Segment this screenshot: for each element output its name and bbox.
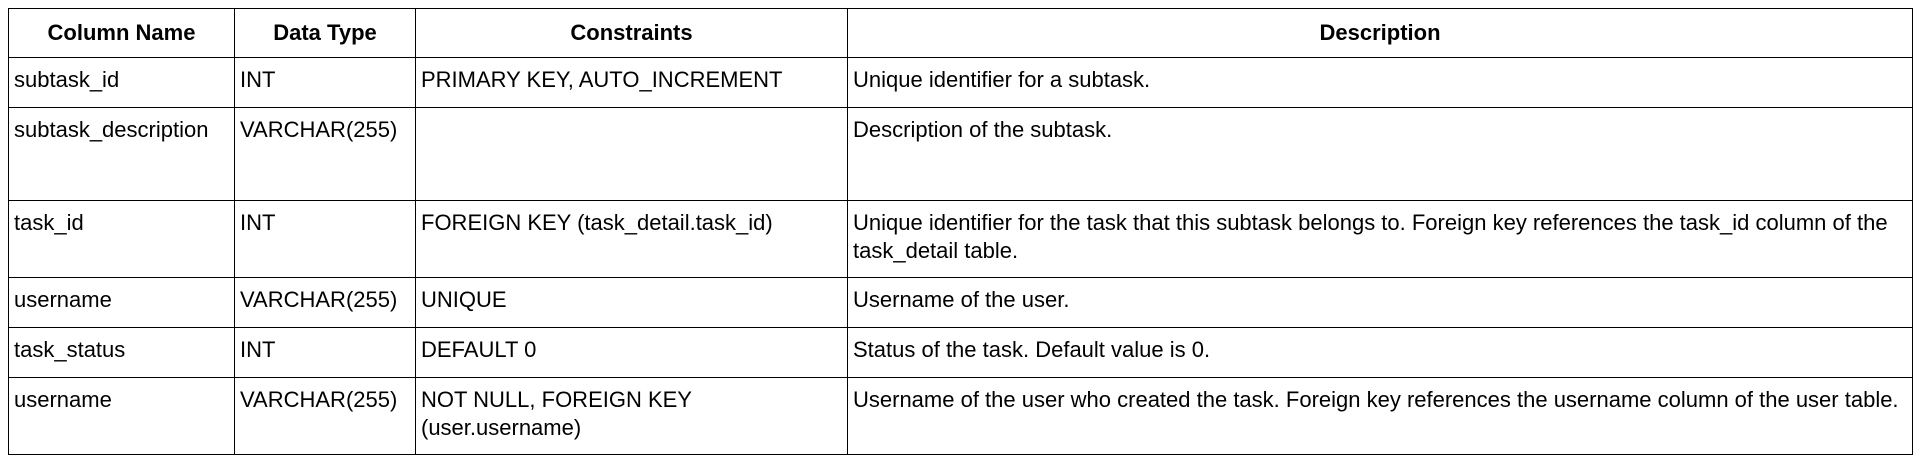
table-header: Column Name Data Type Constraints Descri… xyxy=(8,8,1913,58)
cell-data-type: VARCHAR(255) xyxy=(234,107,416,201)
header-column-name: Column Name xyxy=(8,8,235,58)
schema-table: Column Name Data Type Constraints Descri… xyxy=(8,8,1913,455)
cell-data-type: VARCHAR(255) xyxy=(234,377,416,455)
cell-constraints: UNIQUE xyxy=(415,277,848,328)
cell-description: Unique identifier for a subtask. xyxy=(847,57,1913,108)
cell-column-name: username xyxy=(8,377,235,455)
cell-data-type: INT xyxy=(234,327,416,378)
table-row: username VARCHAR(255) NOT NULL, FOREIGN … xyxy=(8,377,1913,455)
cell-column-name: task_status xyxy=(8,327,235,378)
cell-description: Unique identifier for the task that this… xyxy=(847,200,1913,278)
cell-data-type: INT xyxy=(234,200,416,278)
cell-constraints: PRIMARY KEY, AUTO_INCREMENT xyxy=(415,57,848,108)
cell-column-name: task_id xyxy=(8,200,235,278)
cell-column-name: subtask_id xyxy=(8,57,235,108)
cell-constraints xyxy=(415,107,848,201)
cell-description: Username of the user. xyxy=(847,277,1913,328)
cell-constraints: DEFAULT 0 xyxy=(415,327,848,378)
header-description: Description xyxy=(847,8,1913,58)
table-row: task_id INT FOREIGN KEY (task_detail.tas… xyxy=(8,200,1913,278)
schema-table-container: Column Name Data Type Constraints Descri… xyxy=(8,8,1913,455)
header-data-type: Data Type xyxy=(234,8,416,58)
table-row: subtask_description VARCHAR(255) Descrip… xyxy=(8,107,1913,201)
cell-data-type: VARCHAR(255) xyxy=(234,277,416,328)
header-constraints: Constraints xyxy=(415,8,848,58)
table-row: subtask_id INT PRIMARY KEY, AUTO_INCREME… xyxy=(8,57,1913,108)
cell-constraints: FOREIGN KEY (task_detail.task_id) xyxy=(415,200,848,278)
cell-description: Description of the subtask. xyxy=(847,107,1913,201)
cell-description: Username of the user who created the tas… xyxy=(847,377,1913,455)
cell-column-name: subtask_description xyxy=(8,107,235,201)
cell-column-name: username xyxy=(8,277,235,328)
cell-description: Status of the task. Default value is 0. xyxy=(847,327,1913,378)
table-row: username VARCHAR(255) UNIQUE Username of… xyxy=(8,277,1913,328)
cell-data-type: INT xyxy=(234,57,416,108)
cell-constraints: NOT NULL, FOREIGN KEY (user.username) xyxy=(415,377,848,455)
table-body: subtask_id INT PRIMARY KEY, AUTO_INCREME… xyxy=(8,57,1913,455)
table-row: task_status INT DEFAULT 0 Status of the … xyxy=(8,327,1913,378)
header-row: Column Name Data Type Constraints Descri… xyxy=(8,8,1913,58)
